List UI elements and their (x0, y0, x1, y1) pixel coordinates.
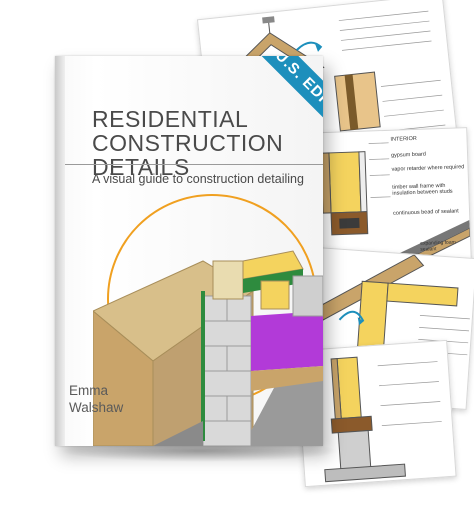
author-first-name: Emma (69, 383, 109, 398)
foundation-drawing (324, 356, 442, 483)
title-line-1: RESIDENTIAL (92, 106, 249, 132)
book-cover: RESIDENTIAL CONSTRUCTION DETAILS A visua… (55, 56, 323, 446)
label-expanding-foam: expanding foam sealant (420, 239, 456, 253)
book-subtitle: A visual guide to construction detailing (92, 172, 304, 186)
label-gypsum-board: gypsum board (390, 151, 427, 159)
foundation-wall-illustration (93, 250, 323, 446)
label-interior: INTERIOR (390, 135, 417, 143)
title-divider (65, 164, 323, 165)
book-spine (55, 56, 65, 446)
author-last-name: Walshaw (69, 400, 124, 415)
label-timber-wall-frame: timber wall frame with insulation betwee… (392, 182, 453, 197)
detail-sheet-foundation (295, 339, 457, 488)
title-line-3: DETAILS (92, 154, 190, 180)
title-line-2: CONSTRUCTION (92, 130, 284, 156)
